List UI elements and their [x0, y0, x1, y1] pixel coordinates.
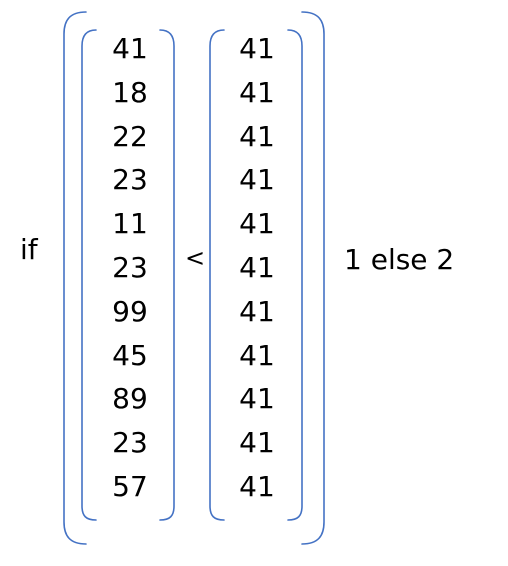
left-vector-value: 22: [112, 119, 148, 153]
right-vector-value: 41: [239, 426, 275, 460]
left-vector-value: 11: [112, 207, 148, 241]
left-vector-value: 99: [112, 294, 148, 328]
result-text: 1 else 2: [344, 243, 455, 276]
left-vector-value: 23: [112, 251, 148, 284]
left-vector-close-bracket: [159, 29, 175, 521]
left-vector-value: 18: [112, 75, 148, 109]
left-vector-open-bracket: [81, 29, 97, 521]
right-vector-value: 41: [239, 338, 275, 372]
less-than-operator: <: [185, 244, 206, 272]
left-vector-value: 89: [112, 382, 148, 416]
right-vector-value: 41: [239, 75, 275, 109]
right-vector-value: 41: [239, 470, 275, 503]
right-vector-value: 41: [239, 119, 275, 153]
right-vector-value: 41: [239, 294, 275, 328]
right-vector-value: 41: [239, 32, 275, 65]
left-vector-value: 57: [112, 470, 148, 503]
if-keyword: if: [20, 233, 38, 266]
right-vector-value: 41: [239, 163, 275, 197]
right-vector-value: 41: [239, 382, 275, 416]
right-vector-open-bracket: [209, 29, 225, 521]
right-vector-value: 41: [239, 251, 275, 284]
left-vector-value: 23: [112, 163, 148, 197]
left-vector-value: 23: [112, 426, 148, 460]
outer-left-bracket: [63, 11, 87, 545]
outer-right-bracket: [301, 11, 325, 545]
right-vector-value: 41: [239, 207, 275, 241]
left-vector-value: 45: [112, 338, 148, 372]
left-vector-value: 41: [112, 32, 148, 65]
right-vector-close-bracket: [287, 29, 303, 521]
